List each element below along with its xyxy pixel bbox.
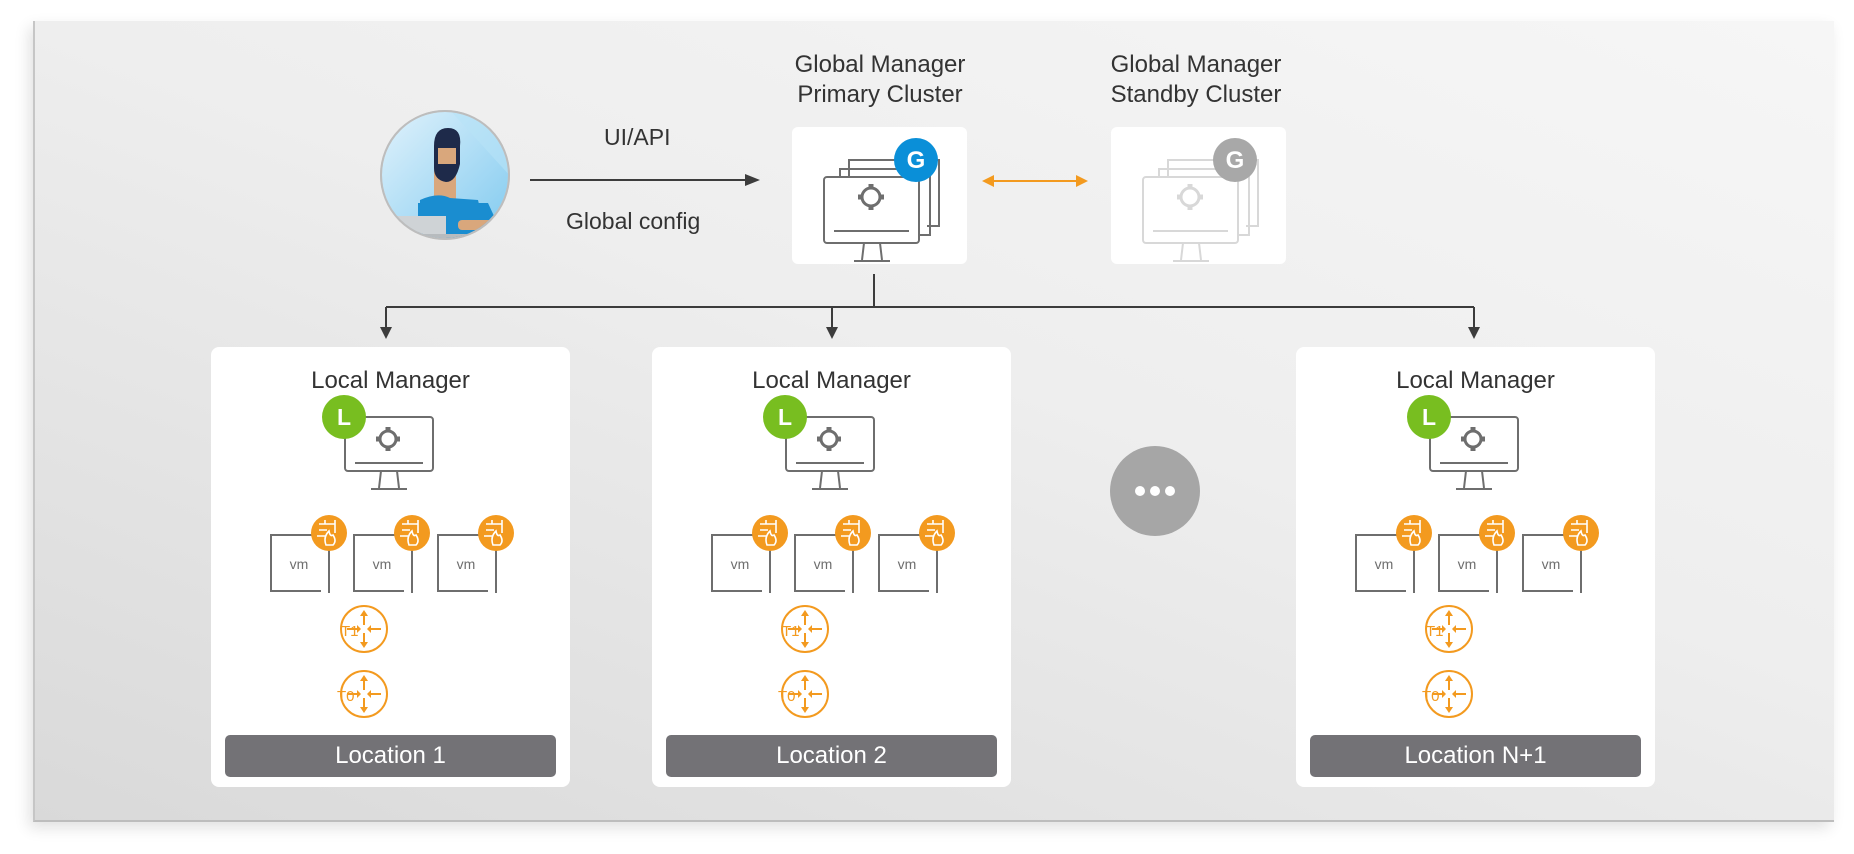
local-manager-monitor-icon [344, 416, 434, 490]
svg-text:L: L [1422, 404, 1436, 430]
ellipsis-dot [1165, 486, 1175, 496]
gear-icon [376, 427, 400, 451]
tier0-label: T0 [337, 688, 355, 705]
tier0-label: T0 [778, 688, 796, 705]
vm-label: vm [1375, 556, 1394, 572]
global-standby-title: Global Manager Standby Cluster [1076, 50, 1316, 110]
tier0-label: T0 [1422, 688, 1440, 705]
vm-label: vm [814, 556, 833, 572]
firewall-icon [1563, 515, 1599, 551]
local-manager-monitor-icon [785, 416, 875, 490]
flow-bottom-label: Global config [566, 208, 701, 234]
arrowhead-3 [1468, 327, 1480, 339]
ellipsis-dot [1135, 486, 1145, 496]
global-primary-title-line2: Primary Cluster [797, 81, 963, 108]
global-primary-title: Global Manager Primary Cluster [760, 50, 1000, 110]
svg-text:L: L [778, 404, 792, 430]
vm-with-firewall: vm [794, 515, 871, 593]
firewall-icon [394, 515, 430, 551]
firewall-icon [752, 515, 788, 551]
global-badge-icon: G [894, 138, 938, 182]
tier1-router-icon [1425, 605, 1473, 653]
global-primary-title-line1: Global Manager [794, 51, 966, 78]
local-manager-title: Local Manager [311, 367, 470, 394]
vm-label: vm [373, 556, 392, 572]
firewall-icon [478, 515, 514, 551]
cluster-monitor-gear-icon [1142, 159, 1259, 262]
more-locations-ellipsis-icon [1110, 446, 1200, 536]
gear-icon [1461, 427, 1485, 451]
local-badge-icon: L [322, 395, 366, 439]
vm-with-firewall: vm [1522, 515, 1599, 593]
sync-arrow-icon [982, 175, 1088, 187]
vm-with-firewall: vm [711, 515, 788, 593]
cluster-monitor-gear-icon [823, 159, 940, 262]
arrowhead-1 [380, 327, 392, 339]
vm-with-firewall: vm [1355, 515, 1432, 593]
local-badge-icon: L [1407, 395, 1451, 439]
svg-text:G: G [907, 147, 926, 174]
local-manager-monitor-icon [1429, 416, 1519, 490]
global-standby-badge-icon: G [1213, 138, 1257, 182]
arrowhead-2 [826, 327, 838, 339]
vm-with-firewall: vm [1438, 515, 1515, 593]
tier1-label: T1 [782, 623, 800, 640]
firewall-icon [835, 515, 871, 551]
tier0-router-icon [781, 670, 829, 718]
firewall-icon [919, 515, 955, 551]
local-manager-title: Local Manager [1396, 367, 1555, 394]
firewall-icon [1479, 515, 1515, 551]
svg-text:G: G [1226, 147, 1245, 174]
tier1-label: T1 [341, 623, 359, 640]
svg-text:L: L [337, 404, 351, 430]
global-primary-cluster[interactable]: G [792, 127, 967, 264]
tier0-router-icon [340, 670, 388, 718]
vm-label: vm [898, 556, 917, 572]
local-badge-icon: L [763, 395, 807, 439]
global-standby-title-line1: Global Manager [1110, 51, 1282, 78]
flow-top-label: UI/API [604, 124, 671, 150]
firewall-icon [1396, 515, 1432, 551]
vm-with-firewall: vm [437, 515, 514, 593]
location-label: Location 2 [666, 735, 997, 777]
vm-label: vm [290, 556, 309, 572]
tier1-label: T1 [1426, 623, 1444, 640]
tier1-router-icon [340, 605, 388, 653]
vm-label: vm [731, 556, 750, 572]
vm-with-firewall: vm [270, 515, 347, 593]
connector-lines [380, 274, 1480, 339]
config-flow-arrow-icon [530, 174, 760, 186]
gear-icon [817, 427, 841, 451]
firewall-icon [311, 515, 347, 551]
global-standby-title-line2: Standby Cluster [1110, 81, 1282, 108]
location-label: Location 1 [225, 735, 556, 777]
tier1-router-icon [781, 605, 829, 653]
user-avatar-icon [380, 110, 510, 240]
vm-label: vm [1458, 556, 1477, 572]
vm-with-firewall: vm [878, 515, 955, 593]
vm-with-firewall: vm [353, 515, 430, 593]
ellipsis-dot [1150, 486, 1160, 496]
local-manager-title: Local Manager [752, 367, 911, 394]
global-standby-cluster[interactable]: G [1111, 127, 1286, 264]
tier0-router-icon [1425, 670, 1473, 718]
vm-label: vm [457, 556, 476, 572]
vm-label: vm [1542, 556, 1561, 572]
location-label: Location N+1 [1310, 735, 1641, 777]
